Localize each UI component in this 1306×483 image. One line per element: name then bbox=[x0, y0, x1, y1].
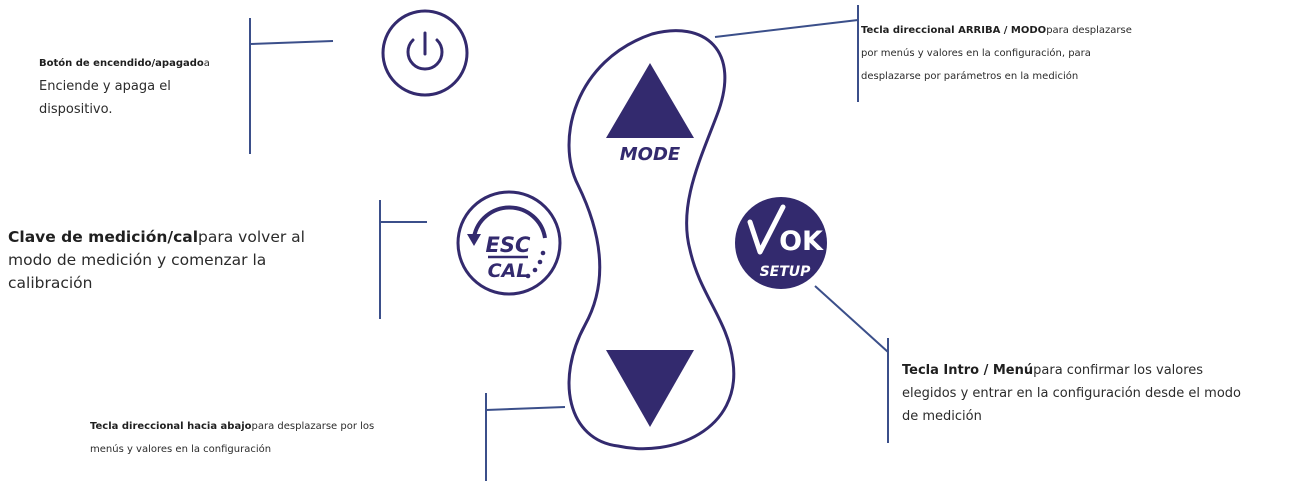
label-meas-cal: Clave de medición/calpara volver al modo… bbox=[8, 226, 368, 295]
triangle-down-icon bbox=[606, 350, 694, 427]
label-up-mode-line3: desplazarse por parámetros en la medició… bbox=[861, 71, 1079, 82]
label-enter-menu-line3: de medición bbox=[902, 409, 982, 424]
label-up-mode-title: Tecla direccional ARRIBA / MODO bbox=[861, 25, 1047, 36]
leader-lines bbox=[249, 5, 889, 481]
power-key[interactable] bbox=[381, 9, 469, 97]
label-down-key-title: Tecla direccional hacia abajo bbox=[90, 421, 252, 432]
down-key[interactable] bbox=[606, 350, 694, 427]
label-down-key-line2: menús y valores en la configuración bbox=[90, 444, 272, 455]
power-icon bbox=[406, 31, 444, 71]
label-meas-cal-text1: para volver al bbox=[198, 228, 305, 246]
setup-label: SETUP bbox=[760, 264, 812, 280]
esc-label: ESC bbox=[486, 233, 531, 257]
label-up-mode-text1: para desplazarse bbox=[1046, 25, 1132, 36]
triangle-up-icon bbox=[606, 63, 694, 138]
label-enter-menu: Tecla Intro / Menúpara confirmar los val… bbox=[902, 359, 1302, 428]
circular-arrow-icon bbox=[467, 205, 547, 279]
label-down-key-text1: para desplazarse por los bbox=[251, 421, 375, 432]
esc-cal-key[interactable]: ESC CAL bbox=[456, 190, 562, 296]
label-enter-menu-line2: elegidos y entrar en la configuración de… bbox=[902, 386, 1241, 401]
ok-setup-key[interactable]: OK SETUP bbox=[735, 197, 827, 289]
label-enter-menu-title: Tecla Intro / Menú bbox=[902, 363, 1034, 378]
label-meas-cal-line3: calibración bbox=[8, 274, 93, 292]
keypad-outline bbox=[567, 29, 736, 451]
leader-ok bbox=[814, 285, 889, 353]
leader-power-h bbox=[249, 40, 334, 45]
mode-label: MODE bbox=[620, 144, 681, 165]
label-meas-cal-line2: modo de medición y comenzar la bbox=[8, 251, 267, 269]
label-power-title: Botón de encendido/apagado bbox=[39, 58, 204, 69]
label-down-key: Tecla direccional hacia abajopara despla… bbox=[90, 415, 480, 461]
label-power-line1: Enciende y apaga el bbox=[39, 79, 171, 94]
label-up-mode-line2: por menús y valores en la configuración,… bbox=[861, 48, 1091, 59]
label-enter-menu-text1: para confirmar los valores bbox=[1033, 363, 1204, 378]
checkmark-icon bbox=[747, 204, 786, 255]
label-up-mode: Tecla direccional ARRIBA / MODOpara desp… bbox=[861, 19, 1281, 88]
leader-down-h bbox=[485, 406, 566, 411]
leader-mode bbox=[714, 19, 859, 38]
cal-label: CAL bbox=[488, 260, 529, 282]
label-power-suffix: a bbox=[203, 58, 210, 69]
label-power-line2: dispositivo. bbox=[39, 102, 113, 117]
mode-up-key[interactable]: MODE bbox=[606, 63, 694, 165]
label-power: Botón de encendido/apagadoa Enciende y a… bbox=[39, 52, 239, 121]
ok-label: OK bbox=[779, 226, 824, 257]
label-meas-cal-title: Clave de medición/cal bbox=[8, 228, 199, 246]
